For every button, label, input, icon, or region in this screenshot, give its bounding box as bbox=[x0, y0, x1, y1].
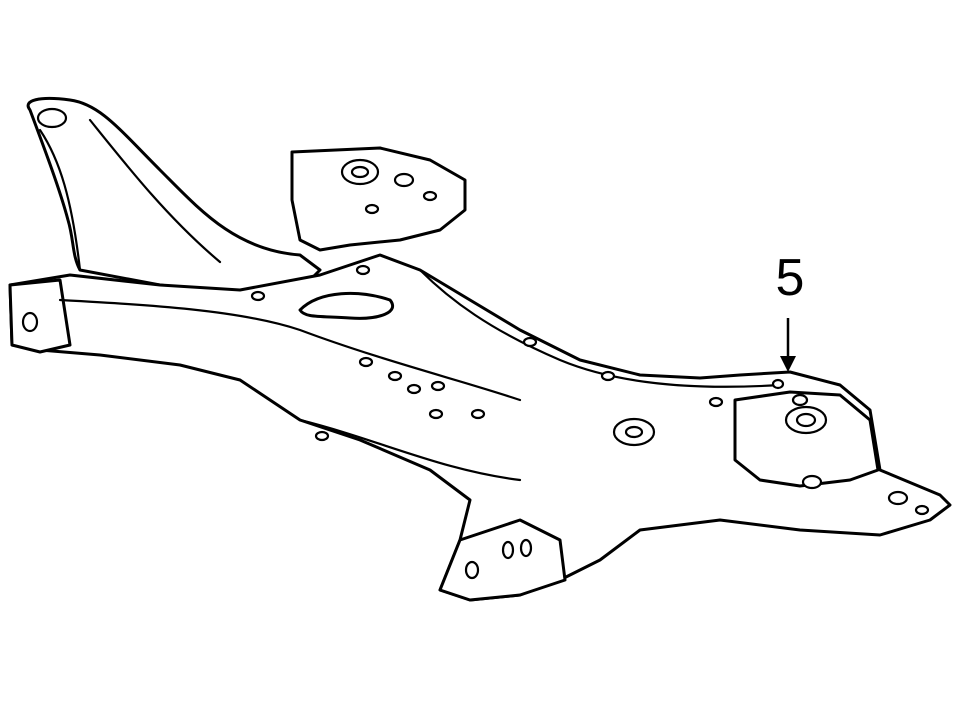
center-opening bbox=[298, 291, 394, 320]
rear-center-mount bbox=[290, 146, 467, 252]
callout-label: 5 bbox=[775, 249, 805, 307]
left-end-bracket bbox=[8, 278, 72, 354]
front-right-mount bbox=[733, 390, 880, 488]
callout-arrowhead bbox=[780, 356, 796, 372]
front-lower-bracket bbox=[438, 518, 567, 602]
rear-left-arm bbox=[26, 96, 322, 297]
crossmember-body bbox=[8, 253, 952, 602]
